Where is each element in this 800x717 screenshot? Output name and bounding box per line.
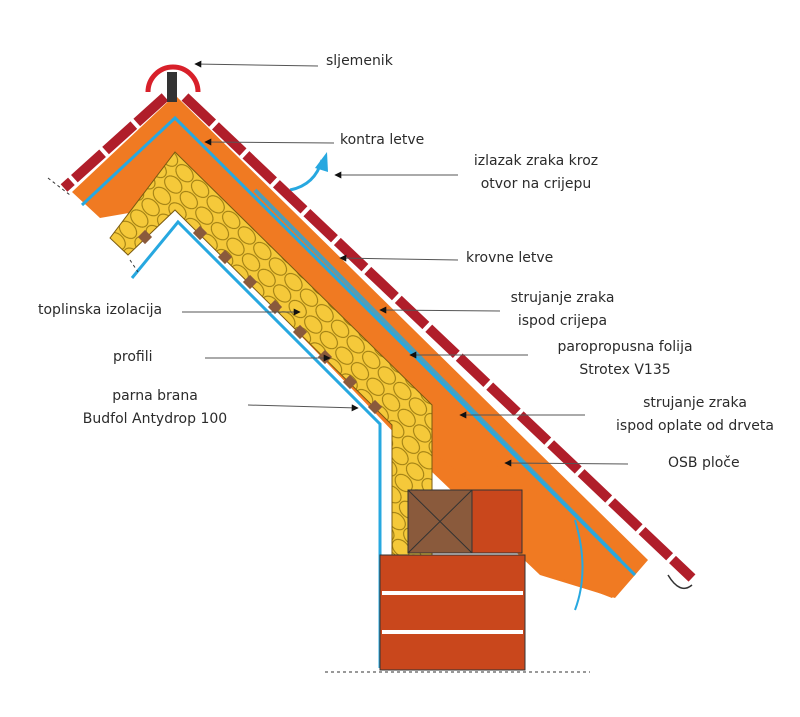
roof-tiles-right	[181, 93, 696, 582]
label-kontra-letve: kontra letve	[340, 132, 425, 148]
brick-wall	[379, 554, 526, 671]
label-krovne-letve: krovne letve	[466, 250, 554, 266]
label-line: paropropusna folija	[557, 339, 693, 355]
label-line: Budfol Antydrop 100	[82, 411, 228, 427]
label-izlazak-zraka: izlazak zraka kroz otvor na crijepu	[462, 150, 610, 196]
label-toplinska-izolacija: toplinska izolacija	[38, 302, 163, 318]
vapor-barrier-line	[130, 219, 382, 668]
rafter-end	[430, 420, 640, 598]
label-line: strujanje zraka	[643, 395, 747, 411]
breathable-foil-line	[80, 115, 637, 577]
label-paropropusna-folija: paropropusna folija Strotex V135	[550, 336, 700, 382]
label-line: Strotex V135	[579, 362, 671, 378]
roof-tiles-left	[60, 93, 169, 192]
ridge-cap	[145, 64, 201, 93]
label-strujanje-oplate: strujanje zraka ispod oplate od drveta	[612, 392, 778, 438]
airflow-arrow	[289, 159, 324, 192]
wall-top-brick	[471, 489, 523, 554]
ridge-batten	[167, 72, 177, 102]
airflow-arrowhead	[315, 152, 328, 172]
airflow-line	[253, 188, 622, 562]
label-line: ispod oplate od drveta	[616, 418, 774, 434]
timber-cross	[407, 489, 473, 554]
brick-joints	[382, 591, 523, 634]
label-line: ispod crijepa	[517, 313, 608, 329]
label-line: parna brana	[112, 388, 198, 404]
airflow-drop	[574, 519, 584, 611]
label-strujanje-crijepa: strujanje zraka ispod crijepa	[500, 287, 625, 333]
leader-lines	[182, 60, 629, 467]
label-line: izlazak zraka kroz	[473, 153, 599, 169]
label-osb: OSB ploče	[668, 455, 740, 471]
label-line: strujanje zraka	[510, 290, 615, 306]
label-parna-brana: parna brana Budfol Antydrop 100	[72, 385, 238, 431]
label-line: otvor na crijepu	[480, 176, 592, 192]
gutter	[667, 574, 693, 590]
label-sljemenik: sljemenik	[326, 53, 393, 69]
label-profili: profili	[113, 349, 153, 365]
